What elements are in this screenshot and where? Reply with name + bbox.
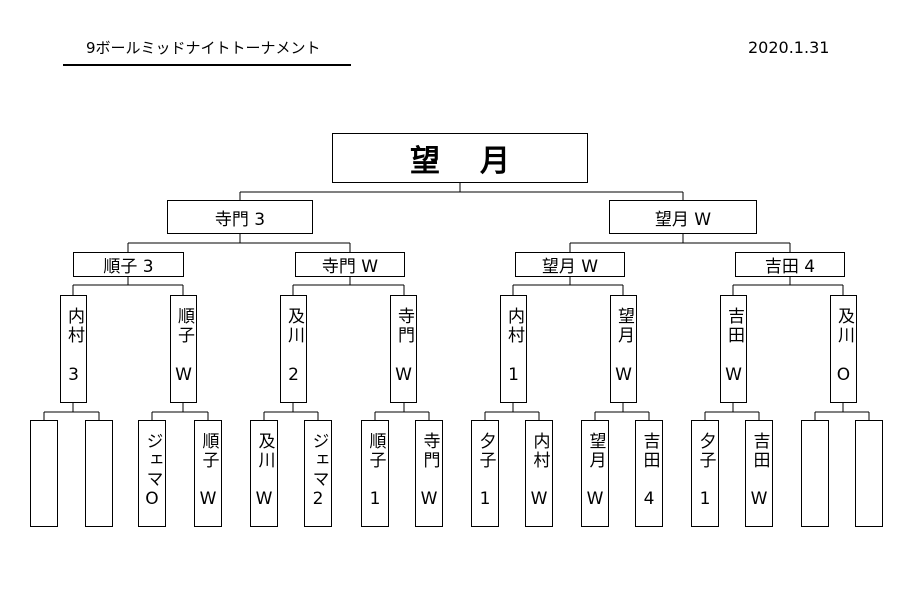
match-result: 1 [479,489,491,509]
round2-box: 望月 W [610,295,637,403]
round1-box: 夕子 1 [691,420,719,527]
round1-box: 順子 1 [361,420,389,527]
match-result: W [199,489,217,509]
semifinal-label: 寺門 3 [214,209,266,230]
player-name: 望月 [585,432,606,470]
match-result: W [725,365,742,385]
semifinal-box-left: 寺門 3 [167,200,313,234]
round1-box [801,420,829,527]
player-name: 吉田 [639,432,660,470]
match-result: W [586,489,604,509]
round1-box: 寺門 W [415,420,443,527]
match-result: W [615,365,632,385]
player-name: 夕子 [695,432,716,470]
match-result: 1 [699,489,711,509]
quarterfinal-label: 吉田 4 [764,257,816,277]
match-result: O [836,365,851,385]
quarterfinal-box: 寺門 W [295,252,405,277]
player-name: 寺門 [394,307,414,345]
round2-box: 内村 1 [500,295,527,403]
player-name: 吉田 [749,432,770,470]
quarterfinal-label: 寺門 W [321,257,379,277]
champion-name: 望月 [410,144,550,179]
round1-box: 望月 W [581,420,609,527]
champion-box: 望月 [332,133,588,183]
tournament-date: 2020.1.31 [748,38,830,57]
player-name: 順子 [174,307,194,345]
round2-box: 順子 W [170,295,197,403]
player-name: 内村 [64,307,84,345]
player-name: 順子 [365,432,386,470]
player-name: 内村 [529,432,550,470]
match-result: 3 [68,365,79,385]
player-name: 順子 [198,432,219,470]
round1-box [85,420,113,527]
round1-box: 吉田 W [745,420,773,527]
quarterfinal-label: 望月 W [541,257,599,277]
match-result: W [175,365,192,385]
match-result: O [145,489,159,509]
match-result: 1 [508,365,519,385]
quarterfinal-box: 望月 W [515,252,625,277]
player-name: 及川 [834,307,854,345]
semifinal-box-right: 望月 W [609,200,757,234]
round2-box: 寺門 W [390,295,417,403]
match-result: W [420,489,438,509]
round1-box: 内村 W [525,420,553,527]
match-result: W [750,489,768,509]
round1-box: 順子 W [194,420,222,527]
match-result: 4 [643,489,655,509]
player-name: 及川 [284,307,304,345]
round2-box: 及川 2 [280,295,307,403]
player-name: 寺門 [419,432,440,470]
player-name: 及川 [254,432,275,470]
round2-box: 吉田 W [720,295,747,403]
match-result: W [255,489,273,509]
title-underline [63,64,351,66]
match-result: 1 [369,489,381,509]
match-result: 2 [312,489,324,509]
quarterfinal-box: 吉田 4 [735,252,845,277]
player-name: 吉田 [724,307,744,345]
round1-box: 及川 W [250,420,278,527]
match-result: W [530,489,548,509]
match-result: W [395,365,412,385]
player-name: ジェマ [308,432,329,489]
tournament-title: 9ボールミッドナイトトーナメント [86,39,321,57]
match-result: 2 [288,365,299,385]
round1-box [30,420,58,527]
round1-box: 夕子 1 [471,420,499,527]
quarterfinal-box: 順子 3 [73,252,184,277]
round2-box: 及川 O [830,295,857,403]
player-name: 夕子 [475,432,496,470]
player-name: 内村 [504,307,524,345]
player-name: ジェマ [142,432,163,489]
round2-box: 内村 3 [60,295,87,403]
quarterfinal-label: 順子 3 [103,257,154,277]
round1-box [855,420,883,527]
semifinal-label: 望月 W [654,209,712,230]
round1-box: 吉田 4 [635,420,663,527]
player-name: 望月 [614,307,634,345]
